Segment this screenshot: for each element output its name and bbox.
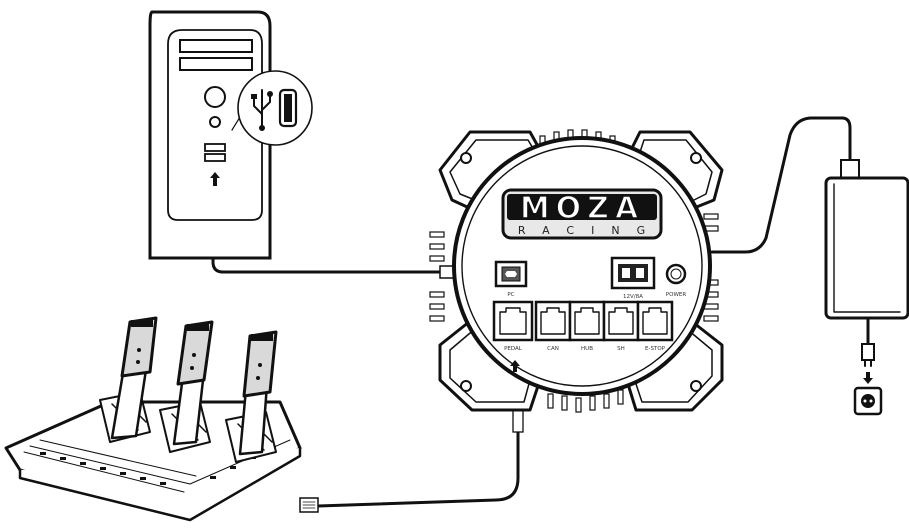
power-button: POWER bbox=[665, 263, 687, 298]
usb-port-front bbox=[204, 143, 226, 152]
port-label-hub: HUB bbox=[581, 346, 593, 352]
port-label-pedal: PEDAL bbox=[504, 346, 523, 352]
brand-logo: MOZA bbox=[520, 191, 644, 226]
rj45-port: CAN bbox=[534, 300, 572, 352]
usb-port-front bbox=[204, 153, 226, 162]
rj45-port: E-STOP bbox=[636, 300, 674, 352]
usb-icon bbox=[251, 89, 273, 131]
port-label-estop: E-STOP bbox=[645, 346, 666, 352]
pedal-set bbox=[4, 316, 302, 522]
racing-hub: MOZA RACING PC 12V/8A POWER PEDA bbox=[429, 129, 724, 413]
reset-button-icon bbox=[209, 116, 221, 128]
power-button-icon bbox=[204, 86, 226, 108]
power-adapter bbox=[824, 159, 909, 416]
rj45-port: PEDAL bbox=[492, 300, 534, 352]
usb-port-label: PC bbox=[507, 292, 514, 298]
brand-subtitle: RACING bbox=[518, 224, 662, 237]
rj45-port-row: PEDAL CAN HUB SH E-STOP bbox=[492, 300, 674, 352]
port-label-can: CAN bbox=[547, 346, 559, 352]
drive-bay-1 bbox=[179, 39, 253, 53]
port-label-sh: SH bbox=[617, 346, 625, 352]
arrow-up-icon bbox=[210, 172, 220, 186]
power-input-port: 12V/8A bbox=[610, 256, 656, 300]
drive-bay-2 bbox=[179, 57, 253, 71]
wall-outlet-icon bbox=[853, 386, 883, 416]
power-input-label: 12V/8A bbox=[623, 294, 643, 300]
rj45-port: HUB bbox=[568, 300, 606, 352]
arrow-down-icon bbox=[863, 372, 873, 384]
arrow-up-icon bbox=[510, 360, 520, 372]
usb-callout bbox=[237, 70, 313, 146]
pc-tower bbox=[148, 10, 313, 260]
power-button-label: POWER bbox=[666, 292, 687, 298]
usb-b-port: PC bbox=[494, 260, 528, 298]
